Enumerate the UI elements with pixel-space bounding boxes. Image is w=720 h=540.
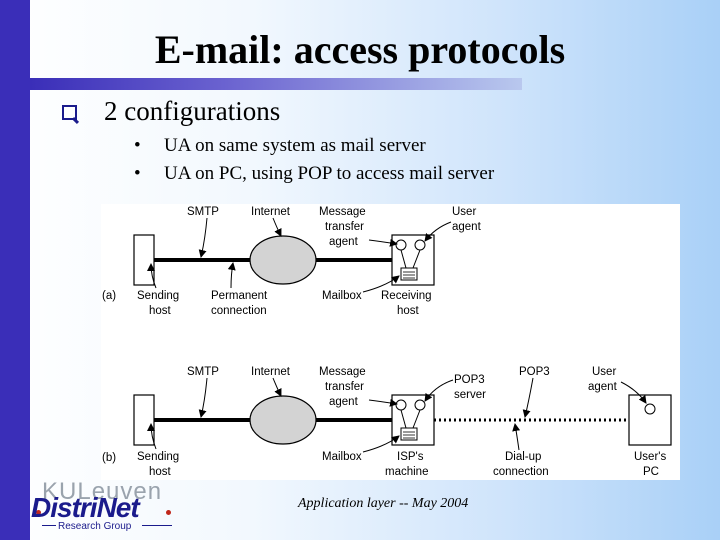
pop3-server-circle-b — [414, 399, 426, 411]
label-user-agent-a-2: agent — [452, 221, 482, 233]
title-underline — [30, 78, 522, 90]
label-isp-machine-b-2: machine — [385, 466, 428, 478]
users-pc-box-b — [628, 394, 672, 446]
internet-cloud-b — [249, 395, 317, 445]
sub-bullet-2-text: UA on PC, using POP to access mail serve… — [164, 163, 495, 184]
label-mta-a-2: transfer — [325, 221, 364, 233]
label-tag-b: (b) — [102, 452, 116, 464]
arrow-smtp-b — [198, 377, 208, 418]
sub-bullet-1-text: UA on same system as mail server — [164, 135, 426, 156]
label-dialup-b-2: connection — [493, 466, 549, 478]
arrow-sending-host-a — [147, 263, 157, 289]
label-users-pc-b-2: PC — [643, 466, 659, 478]
logo-rule — [142, 525, 172, 526]
label-mailbox-b: Mailbox — [322, 451, 362, 463]
arrow-permanent-a — [227, 262, 236, 289]
arrow-mta-b — [368, 398, 398, 407]
kuleuven-logo-text: KULeuven — [42, 478, 163, 505]
label-sending-host-a-1: Sending — [137, 290, 179, 302]
arrow-pop3-b — [522, 377, 534, 418]
label-isp-machine-b-1: ISP's — [397, 451, 424, 463]
logo-rule — [42, 525, 56, 526]
arrow-mailbox-b — [362, 435, 400, 453]
arrow-dialup-b — [512, 423, 521, 451]
label-users-pc-b-1: User's — [634, 451, 666, 463]
arrow-user-agent-b — [620, 381, 647, 404]
logo-dot-icon — [166, 510, 171, 515]
arrow-user-agent-a — [424, 221, 452, 242]
label-pop3-b: POP3 — [519, 366, 550, 378]
email-access-diagram: SMTP Internet Message transfer agent Use… — [101, 204, 680, 480]
slide-footer: Application layer -- May 2004 — [298, 496, 469, 511]
diagram-part-b: SMTP Internet Message transfer agent POP… — [102, 366, 672, 478]
user-agent-circle-b — [644, 403, 656, 415]
label-permanent-a-2: connection — [211, 305, 267, 317]
bullet-dot-icon: • — [134, 163, 141, 184]
label-smtp-a: SMTP — [187, 206, 219, 218]
user-agent-circle-a — [414, 239, 426, 251]
sending-host-box-b — [133, 394, 155, 446]
distrinet-logo-text: DistriNet — [31, 492, 140, 523]
label-user-agent-b-2: agent — [588, 381, 618, 393]
label-mta-b-1: Message — [319, 366, 366, 378]
label-pop3-server-b-1: POP3 — [454, 374, 485, 386]
label-mta-b-2: transfer — [325, 381, 364, 393]
mta-circle-a — [395, 239, 407, 251]
label-smtp-b: SMTP — [187, 366, 219, 378]
label-sending-host-b-1: Sending — [137, 451, 179, 463]
slide-title: E-mail: access protocols — [154, 27, 566, 72]
label-pop3-server-b-2: server — [454, 389, 486, 401]
main-bullet-text: 2 configurations — [104, 96, 281, 126]
distrinet-logo-subtext: Research Group — [58, 521, 132, 532]
arrow-sending-host-b — [147, 423, 157, 450]
arrow-smtp-a — [198, 217, 208, 258]
label-mta-a-3: agent — [329, 236, 359, 248]
label-mta-a-1: Message — [319, 206, 366, 218]
label-internet-b: Internet — [251, 366, 291, 378]
label-dialup-b-1: Dial-up — [505, 451, 541, 463]
arrow-mailbox-a — [362, 275, 400, 293]
sending-host-box-a — [133, 234, 155, 286]
mailbox-icon-a — [400, 267, 418, 281]
label-user-agent-a-1: User — [452, 206, 476, 218]
label-mailbox-a: Mailbox — [322, 290, 362, 302]
arrow-internet-b — [272, 377, 282, 397]
logo-dot-icon — [36, 510, 41, 515]
diagram-part-a: SMTP Internet Message transfer agent Use… — [102, 206, 482, 317]
label-user-agent-b-1: User — [592, 366, 616, 378]
mailbox-icon-b — [400, 427, 418, 441]
checkbox-bullet-icon — [62, 105, 77, 120]
internet-cloud-a — [249, 235, 317, 285]
label-receiving-host-a-1: Receiving — [381, 290, 432, 302]
left-accent-bar — [0, 0, 30, 540]
label-sending-host-b-2: host — [149, 466, 172, 478]
label-internet-a: Internet — [251, 206, 291, 218]
label-tag-a: (a) — [102, 290, 116, 302]
arrow-internet-a — [272, 217, 282, 237]
arrow-mta-a — [368, 238, 398, 247]
mta-circle-b — [395, 399, 407, 411]
label-mta-b-3: agent — [329, 396, 359, 408]
label-sending-host-a-2: host — [149, 305, 172, 317]
label-permanent-a-1: Permanent — [211, 290, 268, 302]
arrow-pop3-server-b — [424, 379, 454, 402]
bullet-dot-icon: • — [134, 135, 141, 156]
label-receiving-host-a-2: host — [397, 305, 420, 317]
